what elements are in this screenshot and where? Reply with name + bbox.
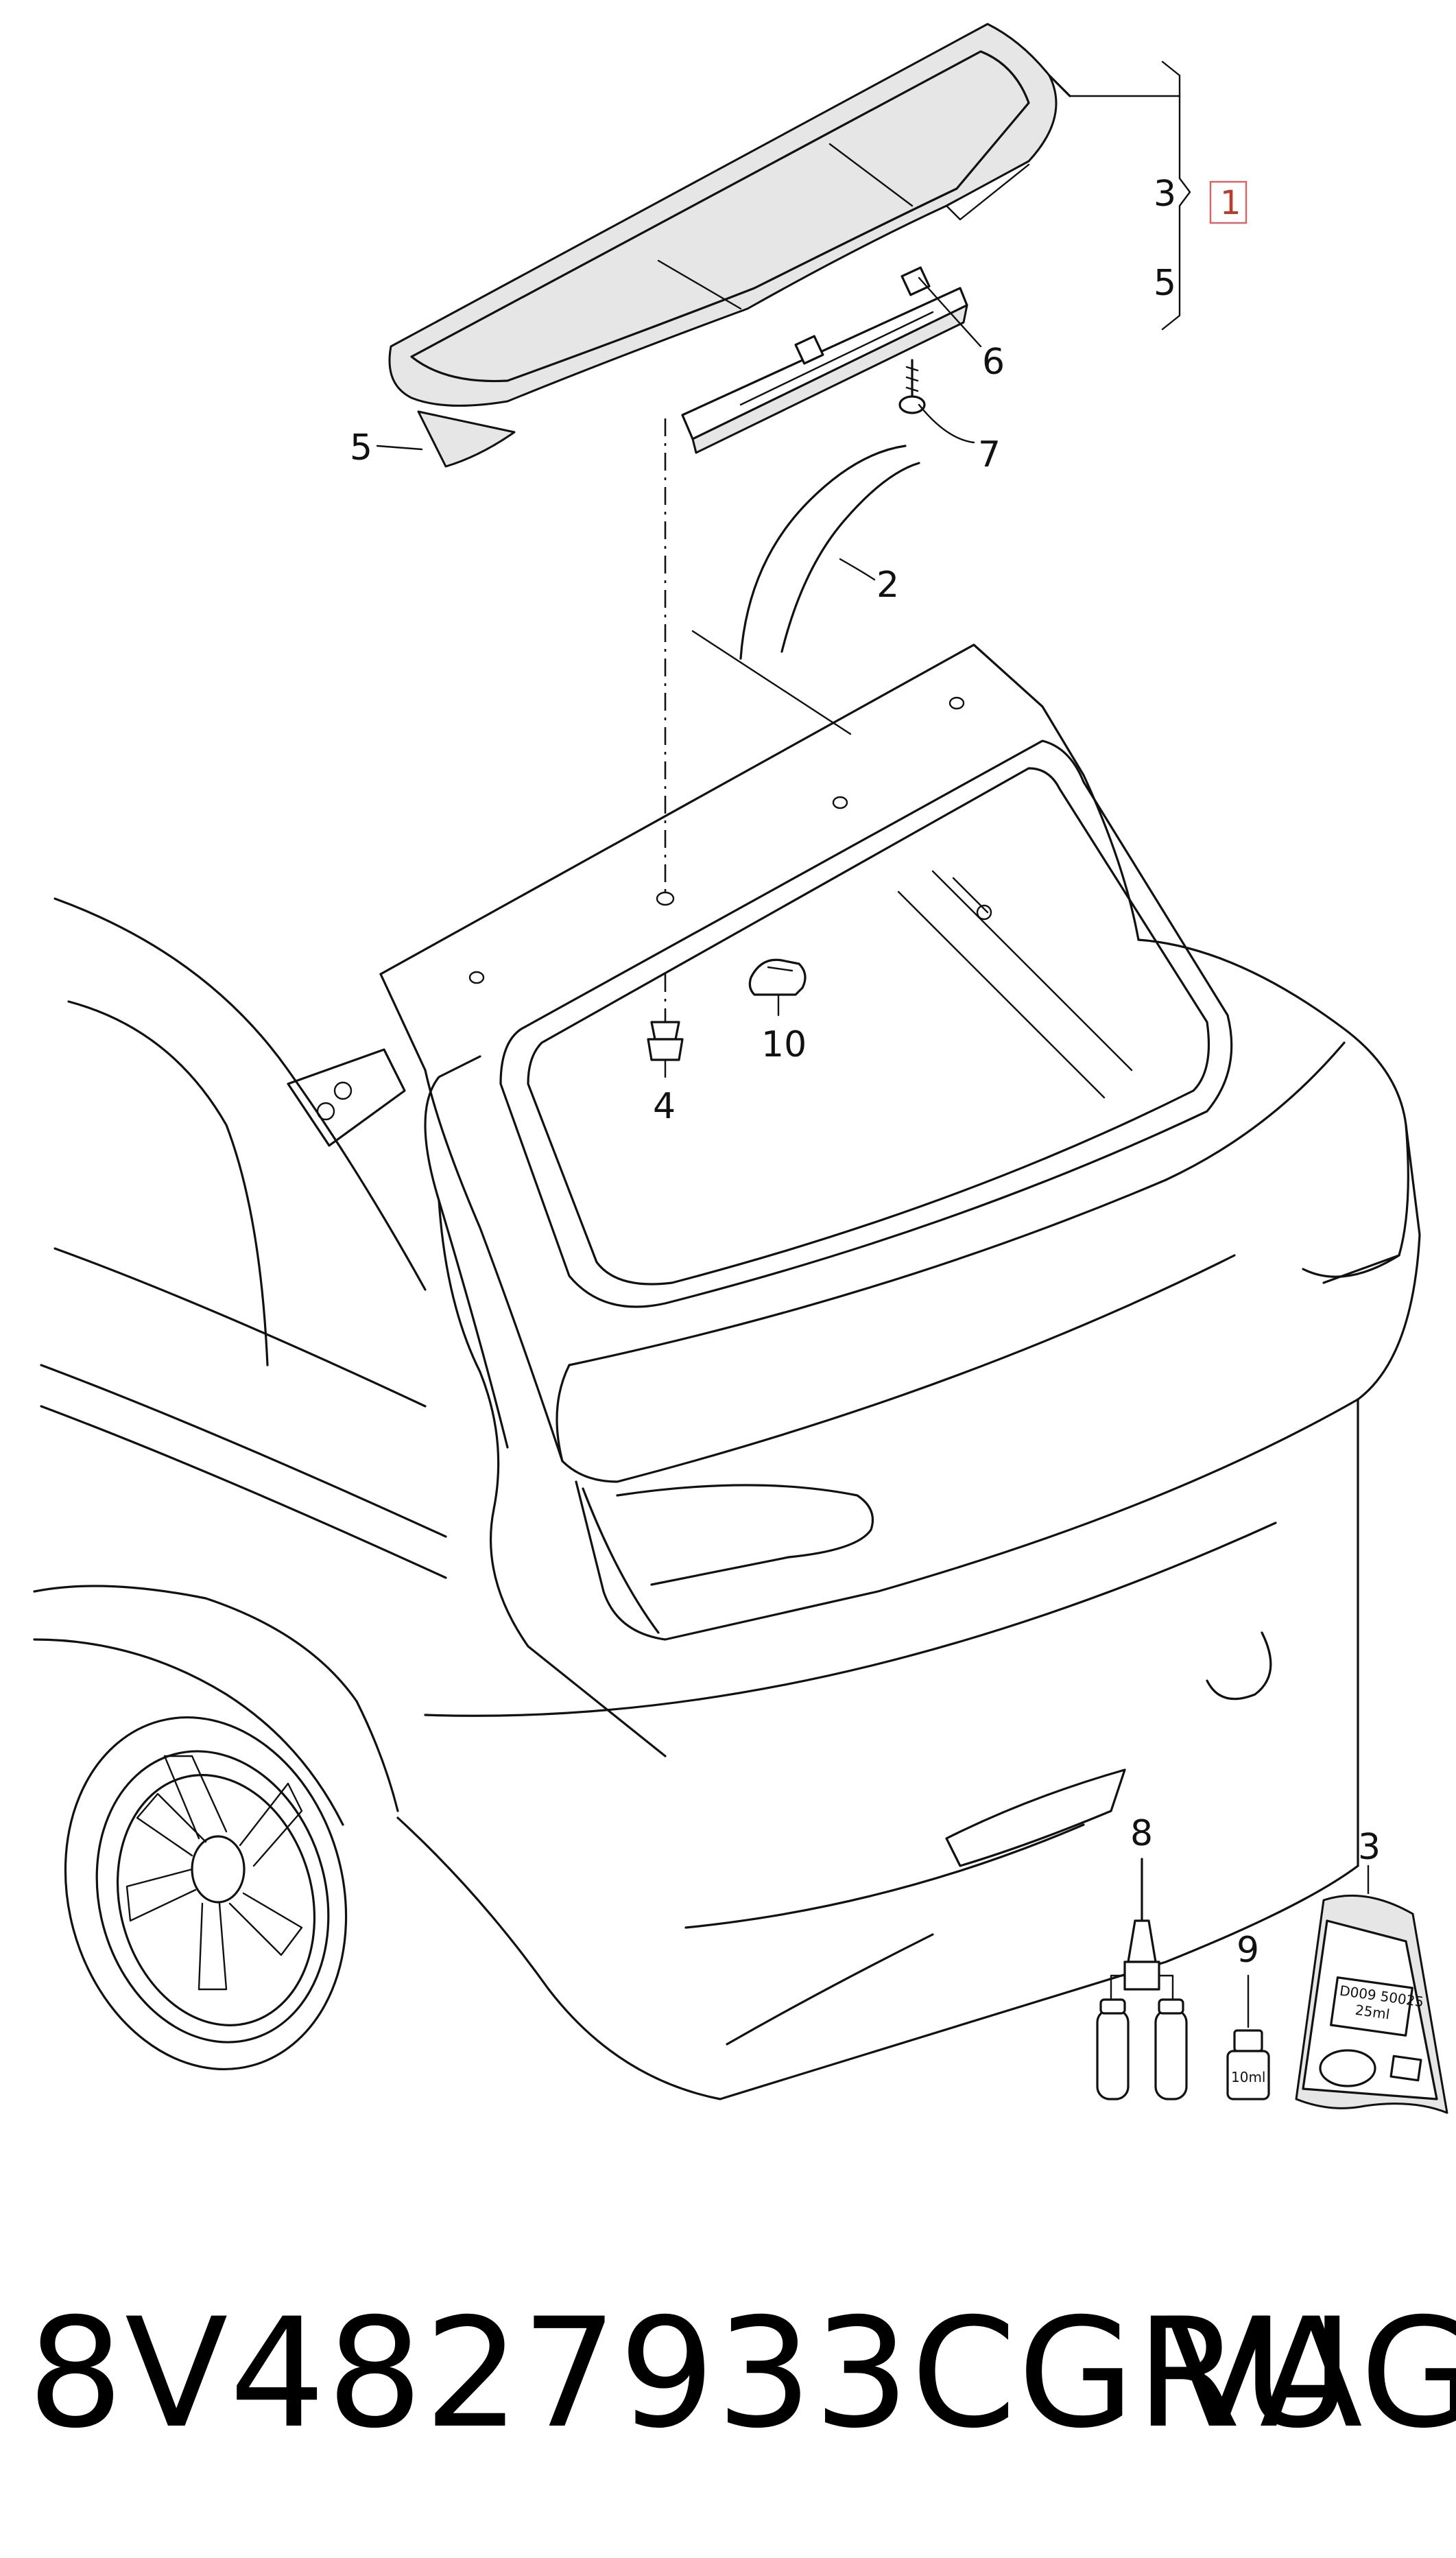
rear-spoiler <box>388 23 1071 407</box>
seal-strip <box>739 445 920 660</box>
callout-2[interactable]: 2 <box>876 565 899 606</box>
clip-nut <box>647 974 684 1061</box>
part-number: 8V4827933CGRU <box>27 2286 1354 2461</box>
part-1-highlight-box <box>1209 180 1248 224</box>
bottle-volume-label: 10ml <box>1231 2069 1266 2085</box>
screw <box>898 359 926 414</box>
callout-10[interactable]: 10 <box>761 1024 807 1065</box>
callout-5-top[interactable]: 5 <box>1154 263 1176 304</box>
camera-cover <box>748 958 807 1017</box>
callout-9[interactable]: 9 <box>1237 1930 1259 1971</box>
callout-4[interactable]: 4 <box>653 1086 676 1127</box>
spoiler-end-cap <box>417 410 516 468</box>
repair-kit-pouch <box>1295 1864 1448 2114</box>
car-body <box>33 630 1421 2100</box>
callout-leaders <box>376 60 1191 1078</box>
callout-5-left[interactable]: 5 <box>350 427 372 469</box>
rear-wheel <box>64 1716 348 2071</box>
brand-name: VAG <box>1166 2286 1456 2461</box>
callout-6[interactable]: 6 <box>982 342 1005 383</box>
callout-1[interactable]: 1 <box>1220 184 1241 222</box>
third-brake-light <box>681 266 968 454</box>
callout-7[interactable]: 7 <box>978 434 1001 475</box>
callout-3-top[interactable]: 3 <box>1154 174 1176 215</box>
callout-8[interactable]: 8 <box>1130 1813 1153 1854</box>
primer-bottle <box>1226 1974 1270 2100</box>
callout-3-kit[interactable]: 3 <box>1358 1827 1381 1868</box>
adhesive-cartridge <box>1096 1858 1188 2100</box>
